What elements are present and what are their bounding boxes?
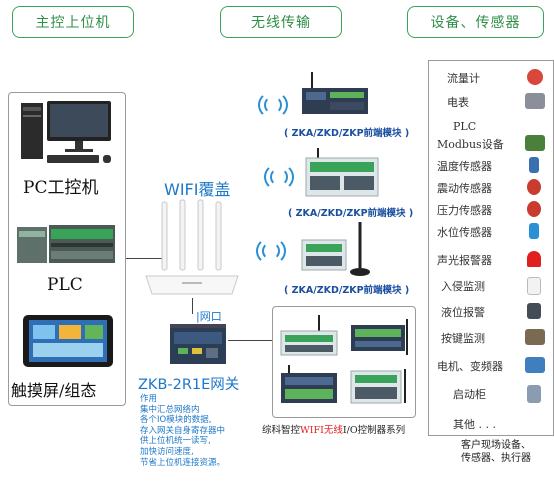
- devices-caption: 客户现场设备、 传感器、执行器: [461, 440, 531, 464]
- pc-label: PC工控机: [23, 178, 99, 198]
- device-row: 温度传感器: [429, 153, 553, 179]
- pressure-icon: [527, 201, 541, 217]
- touchscreen-label: 触摸屏/组态: [11, 381, 97, 400]
- device-row: 电机、变频器: [429, 353, 553, 379]
- device-row: 震动传感器: [429, 175, 553, 201]
- module-2-image: [305, 148, 379, 197]
- plc-label: PLC: [47, 275, 83, 295]
- device-row: 按键监测: [429, 325, 553, 351]
- gateway-series-line: [228, 340, 272, 341]
- wifi-coverage-label: WIFI覆盖: [164, 180, 231, 199]
- meter-icon: [525, 93, 545, 109]
- device-row: PLC: [453, 120, 477, 133]
- intrusion-icon: [527, 277, 541, 295]
- router-image: [145, 199, 239, 295]
- header-wireless: 无线传输: [220, 6, 342, 38]
- gateway-description: 作用 集中汇总网络内 各个IO模块的数据, 存入网关自身寄存器中 供上位机统一读…: [140, 394, 226, 468]
- alarm-icon: [527, 251, 541, 267]
- module-1-label: ( ZKA/ZKD/ZKP前端模块 ): [284, 128, 410, 139]
- vibration-icon: [527, 179, 541, 195]
- wireless-signal-icon: [260, 162, 294, 191]
- module-3-label: ( ZKA/ZKD/ZKP前端模块 ): [284, 285, 410, 296]
- header-devices: 设备、传感器: [407, 6, 544, 38]
- water-level-icon: [529, 223, 539, 239]
- pc-image: [21, 101, 111, 163]
- device-row: 压力传感器: [429, 197, 553, 223]
- liquid-icon: [527, 303, 541, 319]
- touchscreen-image: [23, 315, 113, 367]
- device-row: Modbus设备: [429, 131, 553, 157]
- button-icon: [525, 329, 545, 345]
- flowmeter-icon: [527, 69, 543, 85]
- device-row: 水位传感器: [429, 219, 553, 245]
- module-2-label: ( ZKA/ZKD/ZKP前端模块 ): [288, 208, 414, 219]
- devices-panel: 流量计 电表 PLC Modbus设备 温度传感器 震动传感器 压力传感器 水位…: [428, 60, 554, 436]
- device-row: 流量计: [429, 65, 553, 91]
- host-router-line: [126, 258, 162, 259]
- temperature-icon: [529, 157, 539, 173]
- gateway-router-line: [192, 298, 193, 314]
- controller-2-image: [351, 319, 408, 355]
- device-row: 电表: [429, 89, 553, 115]
- device-row: 液位报警: [429, 299, 553, 325]
- device-row: 其他 . . .: [453, 418, 496, 431]
- controller-series-panel: [272, 306, 416, 418]
- controller-4-image: [350, 369, 406, 404]
- net-port-label: |网口: [196, 310, 222, 323]
- device-row: 入侵监测: [429, 273, 553, 299]
- controller-3-image: [281, 365, 337, 403]
- controller-series-caption: 综科智控WIFI无线I/O控制器系列: [262, 425, 406, 436]
- cabinet-icon: [527, 385, 541, 403]
- controller-1-image: [280, 315, 338, 356]
- motor-icon: [525, 357, 545, 373]
- plc-icon: [525, 135, 545, 151]
- plc-image: [17, 225, 115, 263]
- wireless-signal-icon: [252, 236, 286, 265]
- device-row: 声光报警器: [429, 247, 553, 273]
- device-row: 启动柜: [429, 381, 553, 407]
- host-panel: PC工控机 PLC 触摸屏/组态: [8, 92, 126, 406]
- gateway-label: ZKB-2R1E网关: [138, 377, 240, 393]
- wireless-signal-icon: [254, 90, 288, 119]
- module-3-image: [301, 222, 370, 276]
- module-1-image: [302, 72, 368, 114]
- gateway-image: [170, 324, 226, 364]
- header-host: 主控上位机: [12, 6, 134, 38]
